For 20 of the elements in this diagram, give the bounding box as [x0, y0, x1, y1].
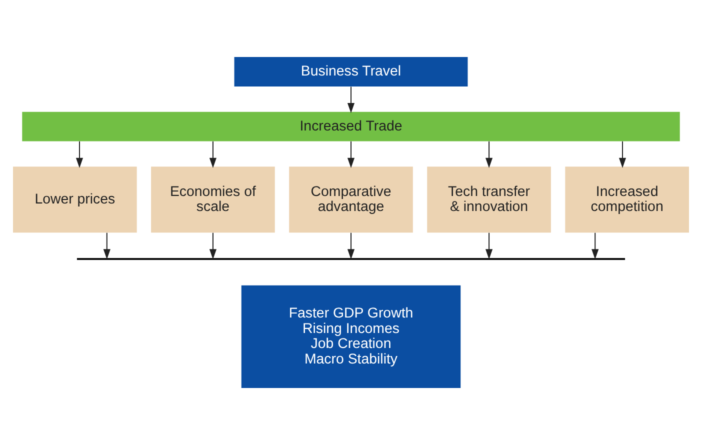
arrow [485, 141, 493, 168]
arrow [209, 141, 217, 168]
node-bar [76, 258, 626, 260]
node-box: Economies of scale [151, 166, 275, 233]
arrow [347, 86, 355, 114]
node-box: Faster GDP Growth Rising Incomes Job Creation Macro Stability [241, 285, 461, 388]
node-box: Business Travel [234, 57, 468, 86]
arrow [485, 232, 493, 260]
arrow [347, 141, 355, 168]
arrow [76, 141, 84, 168]
node-box: Increased competition [565, 166, 689, 233]
node-box: Tech transfer & innovation [427, 166, 551, 233]
arrow [592, 232, 599, 260]
node-box: Increased Trade [22, 112, 680, 142]
node-box: Comparative advantage [289, 166, 413, 233]
arrow [103, 232, 110, 260]
arrow [618, 141, 626, 168]
node-box: Lower prices [13, 166, 137, 233]
arrow [347, 232, 355, 260]
arrow [209, 232, 217, 260]
